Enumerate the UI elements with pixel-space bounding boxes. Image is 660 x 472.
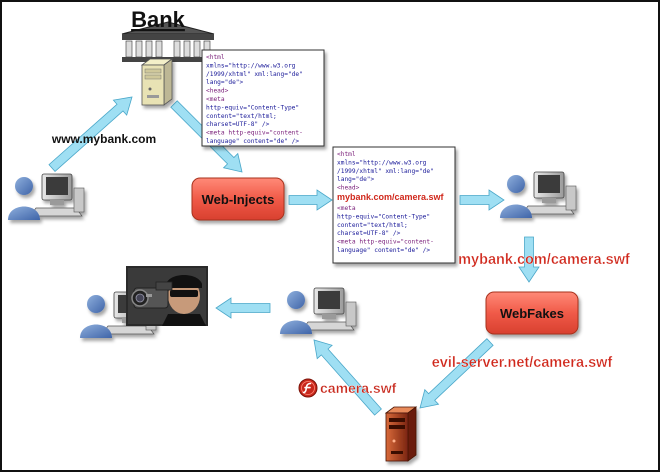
camera-url-label: mybank.com/camera.swf — [458, 252, 630, 268]
webinjects-label: Web-Injects — [202, 192, 275, 207]
user-middle-icon — [280, 287, 357, 334]
code-line: language" content="de" /> — [337, 247, 430, 254]
camera-file-label: camera.swf — [320, 380, 397, 396]
code-line: <meta http-equiv="content- — [337, 239, 434, 246]
user-victim-icon — [500, 171, 577, 218]
code-line: lang="de"> — [337, 176, 375, 183]
code-line: <html — [206, 54, 225, 61]
arrow-webinjects-to-document — [288, 189, 333, 211]
html-code-document-injected: <htmlxmlns="http://www.w3.org/1999/xhtml… — [332, 146, 456, 264]
user-sender-icon — [8, 173, 85, 220]
code-line: content="text/html; — [206, 113, 277, 120]
arrow-user-to-bank — [48, 96, 133, 172]
webfakes-box — [485, 291, 579, 335]
code-line: /1999/xhtml" xml:lang="de" — [206, 71, 303, 78]
code-line: <html — [337, 151, 356, 158]
webinjects-box — [191, 177, 285, 221]
arrow-evil-server-to-user — [313, 339, 382, 416]
arrow-webfakes-to-evil-server — [419, 338, 494, 409]
webfakes-label: WebFakes — [500, 306, 564, 321]
evil-server-icon — [384, 406, 418, 462]
attacker-with-camera-icon — [126, 266, 208, 326]
code-line: <meta http-equiv="content- — [206, 130, 303, 137]
code-line: <meta — [337, 205, 356, 212]
code-line: http-equiv="Content-Type" — [206, 104, 299, 111]
code-line: content="text/html; — [337, 222, 408, 229]
mybank-url-label: www.mybank.com — [51, 132, 156, 146]
injected-code-line: mybank.com/camera.swf — [337, 192, 445, 202]
code-line: <meta — [206, 96, 225, 103]
arrow-user-to-attacker — [215, 297, 271, 319]
html-code-document-top: <htmlxmlns="http://www.w3.org/1999/xhtml… — [201, 49, 325, 147]
code-line: /1999/xhtml" xml:lang="de" — [337, 168, 434, 175]
flash-file-icon — [298, 378, 318, 398]
code-line: lang="de"> — [206, 79, 244, 86]
code-line: <head> — [206, 88, 229, 95]
bank-building-icon — [121, 21, 215, 62]
evil-url-label: evil-server.net/camera.swf — [432, 355, 613, 371]
code-line: charset=UTF-8" /> — [206, 121, 270, 128]
code-line: http-equiv="Content-Type" — [337, 213, 430, 220]
arrow-document-to-victim — [459, 189, 505, 211]
code-line: xmlns="http://www.w3.org — [206, 62, 296, 69]
code-line: <head> — [337, 185, 360, 192]
code-line: charset=UTF-8" /> — [337, 230, 401, 237]
bank-title: Bank — [131, 7, 186, 32]
arrow-victim-to-webfakes — [518, 236, 540, 283]
code-line: xmlns="http://www.w3.org — [337, 159, 427, 166]
bank-server-icon — [140, 58, 174, 106]
code-line: language" content="de" /> — [206, 138, 299, 145]
